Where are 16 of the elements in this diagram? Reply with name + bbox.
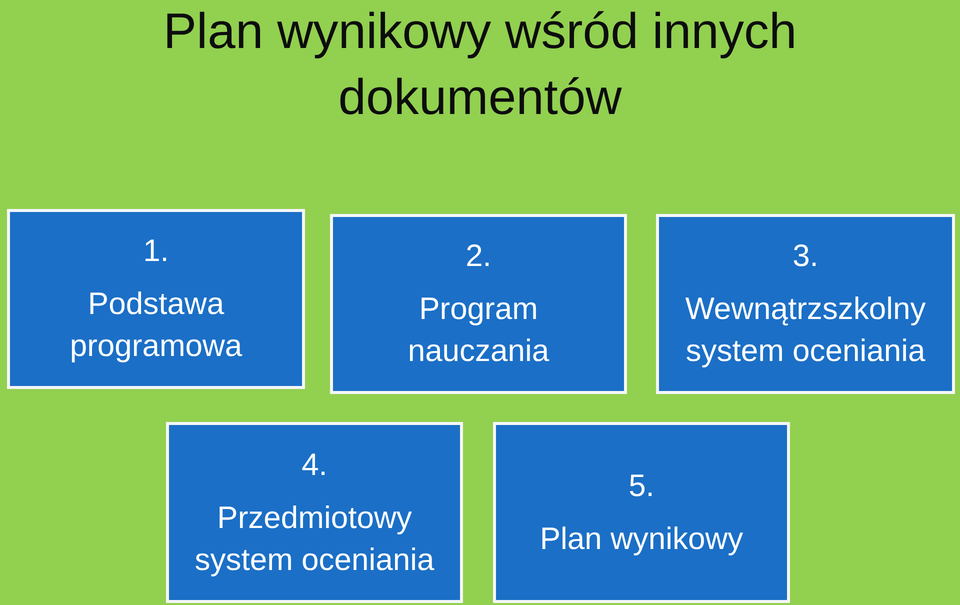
document-name: Program nauczania <box>406 290 550 370</box>
document-card <box>330 214 627 394</box>
document-card <box>7 209 305 389</box>
document-name: Podstawa programowa <box>68 285 244 365</box>
document-card <box>656 214 955 394</box>
document-card <box>493 422 790 603</box>
step-number: 5. <box>628 466 654 504</box>
document-name: Przedmiotowy system oceniania <box>194 498 436 578</box>
document-card <box>166 422 463 603</box>
document-name: Plan wynikowy <box>540 520 744 558</box>
step-number: 4. <box>302 446 328 484</box>
step-number: 1. <box>143 232 169 270</box>
step-number: 3. <box>792 237 818 275</box>
step-number: 2. <box>466 237 492 275</box>
document-name: Wewnątrzszkolny system oceniania <box>684 290 927 370</box>
slide-title: Plan wynikowy wśród innych dokumentów <box>162 2 798 127</box>
